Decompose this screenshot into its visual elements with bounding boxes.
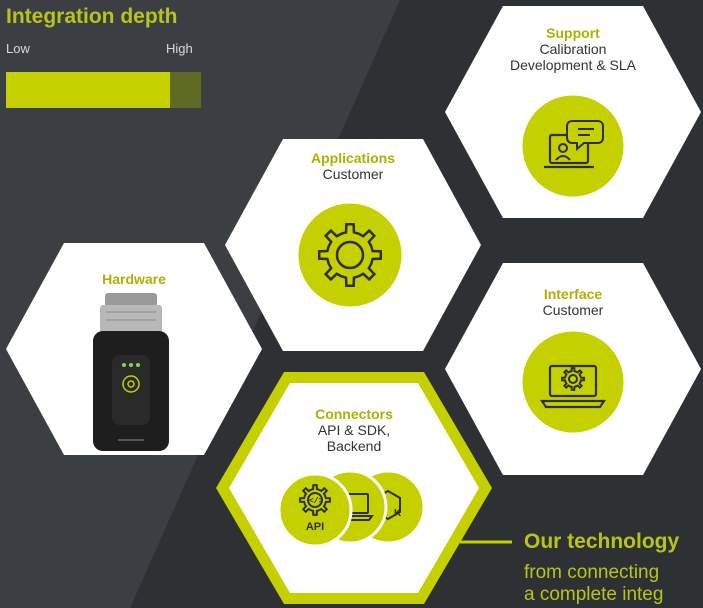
video-support-icon xyxy=(519,92,627,200)
hardware-text: Hardware xyxy=(44,271,224,287)
applications-text: Applications Customer xyxy=(263,150,443,182)
integration-depth-fill xyxy=(6,72,170,108)
connectors-text: Connectors API & SDK, Backend xyxy=(264,406,444,454)
hardware-title: Hardware xyxy=(102,271,166,287)
gear-icon xyxy=(295,200,405,310)
integration-depth-bar xyxy=(6,72,201,108)
interface-subtitle: Customer xyxy=(542,302,604,318)
depth-high-label: High xyxy=(166,41,193,56)
applications-subtitle: Customer xyxy=(322,166,384,182)
support-text: Support Calibration Development & SLA xyxy=(483,25,663,73)
api-gear-icon: </> API xyxy=(277,472,353,548)
svg-text:</>: </> xyxy=(309,497,324,506)
integration-depth-title: Integration depth xyxy=(6,5,178,28)
applications-title: Applications xyxy=(310,150,395,166)
depth-low-label: Low xyxy=(6,41,30,56)
device-photo xyxy=(93,293,169,451)
sdk-label: K xyxy=(394,508,402,519)
connectors-title: Connectors xyxy=(315,406,393,422)
tagline-text: from connecting a complete integ xyxy=(524,562,664,605)
interface-text: Interface Customer xyxy=(483,286,663,318)
interface-title: Interface xyxy=(543,286,603,302)
laptop-gear-icon xyxy=(519,328,627,436)
support-subtitle: Calibration Development & SLA xyxy=(509,41,637,73)
connectors-subtitle: API & SDK, Backend xyxy=(317,422,391,454)
api-label: API xyxy=(306,521,324,533)
tagline-title: Our technology xyxy=(524,530,680,553)
support-title: Support xyxy=(546,25,600,41)
